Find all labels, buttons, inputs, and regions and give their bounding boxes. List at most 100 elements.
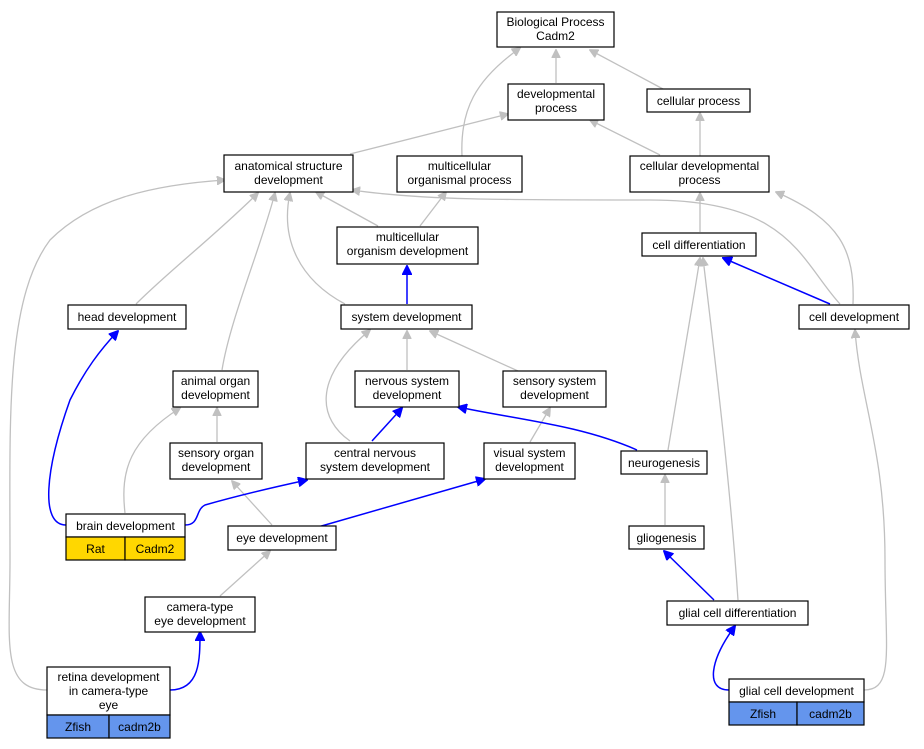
species-label: Zfish bbox=[65, 720, 91, 734]
species-label: Zfish bbox=[750, 707, 776, 721]
node-label: Cadm2 bbox=[536, 29, 575, 43]
node-label: retina development bbox=[57, 670, 160, 684]
node-label: development bbox=[182, 460, 251, 474]
node-label: anatomical structure bbox=[234, 159, 342, 173]
node-label: nervous system bbox=[365, 374, 449, 388]
node-label: multicellular bbox=[428, 159, 491, 173]
node-eye-development[interactable]: eye development bbox=[227, 525, 337, 551]
edge-retina-to-anatdev bbox=[8, 180, 225, 691]
node-neurogenesis[interactable]: neurogenesis bbox=[620, 450, 708, 475]
node-glial-cell-development[interactable]: glial cell development Zfish cadm2b bbox=[728, 678, 865, 726]
edge-cellproc-to-root bbox=[590, 50, 664, 90]
node-label: in camera-type bbox=[69, 684, 149, 698]
edge-eyedev-to-sensorgan bbox=[232, 481, 273, 526]
gene-badge bbox=[108, 714, 171, 739]
node-glial-cell-differentiation[interactable]: glial cell differentiation bbox=[666, 600, 809, 626]
node-label: eye bbox=[99, 698, 119, 712]
node-nervous-system-development[interactable]: nervous system development bbox=[354, 370, 460, 408]
node-cellular-developmental-process[interactable]: cellular developmental process bbox=[629, 155, 770, 193]
node-label: multicellular bbox=[376, 230, 439, 244]
edges-blue bbox=[47, 258, 831, 691]
edge-multiorgdev-to-anatdev bbox=[316, 192, 379, 227]
node-brain-development[interactable]: brain development Rat Cadm2 bbox=[65, 513, 186, 561]
node-label: process bbox=[678, 173, 720, 187]
edge-blue-braindev-to-headdev bbox=[47, 331, 118, 526]
node-label: organism development bbox=[347, 244, 469, 258]
node-anatomical-structure-development[interactable]: anatomical structure development bbox=[223, 154, 354, 193]
edge-blue-gliadiff-to-gliogenesis bbox=[664, 551, 715, 601]
edge-blue-braindev-to-cnsdev bbox=[184, 480, 307, 526]
node-cellular-process[interactable]: cellular process bbox=[646, 88, 751, 113]
node-label: development bbox=[495, 460, 564, 474]
edge-gliadiff-to-celldiff bbox=[703, 258, 739, 601]
node-label: glial cell differentiation bbox=[679, 606, 797, 620]
edge-celldevproc-to-devproc bbox=[590, 120, 661, 156]
node-cell-differentiation[interactable]: cell differentiation bbox=[641, 232, 757, 257]
node-label: visual system bbox=[493, 446, 565, 460]
node-label: central nervous bbox=[334, 446, 416, 460]
node-sensory-system-development[interactable]: sensory system development bbox=[502, 370, 607, 408]
node-visual-system-development[interactable]: visual system development bbox=[483, 442, 576, 480]
node-label: development bbox=[181, 388, 250, 402]
edge-headdev-to-anatdev bbox=[135, 193, 258, 305]
node-label: Biological Process bbox=[506, 15, 604, 29]
gene-label: cadm2b bbox=[809, 707, 852, 721]
node-head-development[interactable]: head development bbox=[67, 304, 187, 330]
node-cell-development[interactable]: cell development bbox=[798, 304, 910, 330]
edge-blue-neurogenesis-to-nsdev bbox=[458, 407, 638, 451]
node-system-development[interactable]: system development bbox=[340, 304, 473, 330]
node-label: organismal process bbox=[407, 173, 511, 187]
node-label: development bbox=[373, 388, 442, 402]
edge-multiorgproc-to-root bbox=[461, 48, 520, 157]
node-gliogenesis[interactable]: gliogenesis bbox=[628, 525, 705, 550]
edge-ssdev-to-sysdev bbox=[430, 331, 519, 372]
node-label: camera-type bbox=[167, 600, 234, 614]
gene-label: cadm2b bbox=[118, 720, 161, 734]
nodes: Biological Process Cadm2 developmental p… bbox=[46, 11, 910, 739]
node-multicellular-organismal-process[interactable]: multicellular organismal process bbox=[396, 155, 523, 193]
gene-badge bbox=[124, 536, 186, 561]
edge-braindev-to-animorgan bbox=[123, 408, 180, 514]
edge-vsdev-to-ssdev bbox=[529, 408, 550, 443]
node-label: sensory organ bbox=[178, 446, 254, 460]
node-label: development bbox=[520, 388, 589, 402]
node-label: eye development bbox=[236, 531, 328, 545]
node-label: process bbox=[535, 101, 577, 115]
node-label: brain development bbox=[76, 519, 175, 533]
edge-celldev-to-anatdev bbox=[352, 190, 841, 305]
node-label: cellular developmental bbox=[640, 159, 759, 173]
node-sensory-organ-development[interactable]: sensory organ development bbox=[169, 442, 263, 480]
node-label: neurogenesis bbox=[628, 456, 700, 470]
edge-blue-cnsdev-to-nsdev bbox=[371, 408, 402, 442]
edge-sysdev-to-anatdev bbox=[287, 193, 346, 305]
node-label: developmental bbox=[517, 87, 595, 101]
edge-cnsdev-to-sysdev bbox=[325, 330, 370, 442]
node-developmental-process[interactable]: developmental process bbox=[507, 83, 605, 121]
gene-label: Cadm2 bbox=[136, 542, 175, 556]
node-label: head development bbox=[78, 310, 177, 324]
node-biological-process-root[interactable]: Biological Process Cadm2 bbox=[496, 11, 615, 48]
node-label: glial cell development bbox=[739, 684, 854, 698]
node-retina-development-in-camera-type-eye[interactable]: retina development in camera-type eye Zf… bbox=[46, 666, 171, 739]
edge-blue-eyedev-to-vsdev bbox=[317, 479, 485, 528]
node-multicellular-organism-development[interactable]: multicellular organism development bbox=[336, 226, 479, 265]
node-label: system development bbox=[351, 310, 462, 324]
edge-blue-retina-to-cameraeye bbox=[169, 632, 200, 691]
node-label: sensory system bbox=[513, 374, 596, 388]
node-label: cell differentiation bbox=[652, 238, 745, 252]
edge-celldev-to-celldevproc bbox=[776, 192, 854, 305]
species-label: Rat bbox=[86, 542, 105, 556]
edges-gray bbox=[8, 48, 888, 691]
edge-cameraeye-to-eyedev bbox=[219, 551, 270, 597]
node-animal-organ-development[interactable]: animal organ development bbox=[172, 370, 259, 408]
edge-neurogenesis-to-celldiff bbox=[667, 258, 700, 451]
node-label: system development bbox=[320, 460, 431, 474]
edge-anatdev-to-devproc bbox=[349, 114, 508, 155]
node-label: gliogenesis bbox=[636, 531, 696, 545]
node-camera-type-eye-development[interactable]: camera-type eye development bbox=[144, 596, 256, 633]
node-label: animal organ bbox=[181, 374, 250, 388]
node-label: cellular process bbox=[657, 94, 740, 108]
node-central-nervous-system-development[interactable]: central nervous system development bbox=[305, 442, 445, 480]
node-label: cell development bbox=[809, 310, 900, 324]
